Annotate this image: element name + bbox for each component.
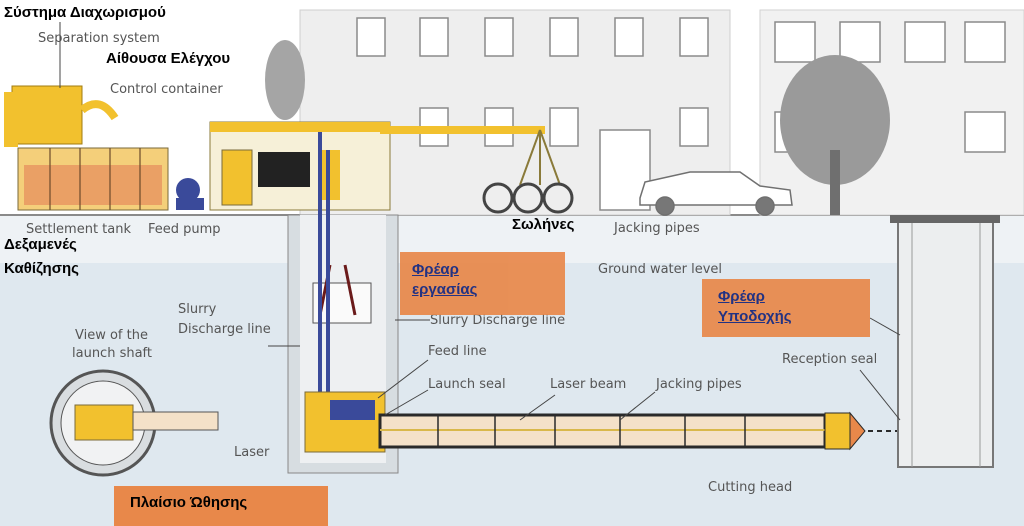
label-settlement-tank-gr-2: Καθίζησης — [4, 260, 79, 277]
label-settlement-tank-en: Settlement tank — [26, 222, 132, 237]
tree-left — [265, 40, 305, 120]
separation-system — [4, 85, 119, 147]
label-control-room-gr: Αίθουσα Ελέγχου — [106, 50, 231, 67]
reception-shaft-box[interactable]: Φρέαρ Υποδοχής — [702, 279, 870, 337]
work-shaft-box[interactable]: Φρέαρ εργασίας — [400, 252, 565, 315]
label-laser: Laser — [234, 445, 270, 460]
pipelines — [318, 132, 330, 410]
label-separation-system-en: Separation system — [38, 31, 160, 46]
label-laser-beam: Laser beam — [550, 377, 627, 392]
label-jacking-pipes-bottom: Jacking pipes — [656, 377, 742, 392]
jacking-frame-box: Πλαίσιο Ώθησης — [114, 486, 328, 526]
label-feed-pump-en: Feed pump — [148, 222, 221, 237]
reception-shaft — [890, 215, 1000, 468]
reception-shaft-link-2[interactable]: Υποδοχής — [718, 308, 792, 325]
label-jacking-pipes-top-en: Jacking pipes — [614, 221, 700, 236]
settlement-tank — [17, 147, 169, 211]
label-jacking-frame-gr: Πλαίσιο Ώθησης — [130, 494, 248, 511]
cutting-head — [824, 411, 866, 451]
label-reception-seal: Reception seal — [782, 352, 878, 367]
tree-right — [780, 55, 890, 215]
jacking-frame — [304, 391, 386, 453]
crane-hook — [519, 129, 561, 186]
feed-pump — [176, 178, 204, 210]
label-control-container-en: Control container — [110, 82, 223, 97]
label-feed-line: Feed line — [428, 344, 487, 359]
control-container — [209, 121, 391, 211]
building-windows — [356, 17, 1006, 211]
label-settlement-tank-gr-1: Δεξαμενές — [4, 236, 77, 253]
tunnel — [378, 413, 827, 449]
label-cutting-head: Cutting head — [708, 480, 793, 495]
label-slurry-left-1: Slurry — [178, 302, 217, 317]
work-shaft-link-2[interactable]: εργασίας — [412, 281, 478, 298]
label-separation-system-gr: Σύστημα Διαχωρισμού — [4, 4, 166, 21]
leader-lines — [59, 22, 901, 421]
label-slurry-right: Slurry Discharge line — [430, 313, 566, 328]
label-pipes-gr: Σωλήνες — [512, 216, 575, 233]
label-view-launch-1: View of the — [75, 328, 148, 343]
launch-shaft-view — [49, 369, 219, 477]
work-shaft-link-1[interactable]: Φρέαρ — [412, 261, 459, 278]
label-ground-water-level-en: Ground water level — [598, 262, 723, 277]
label-view-launch-2: launch shaft — [72, 346, 152, 361]
pipe-stack — [482, 182, 574, 214]
label-launch-seal: Launch seal — [428, 377, 506, 392]
car — [639, 171, 793, 216]
reception-shaft-link-1[interactable]: Φρέαρ — [718, 288, 765, 305]
label-slurry-left-2: Discharge line — [178, 322, 271, 337]
